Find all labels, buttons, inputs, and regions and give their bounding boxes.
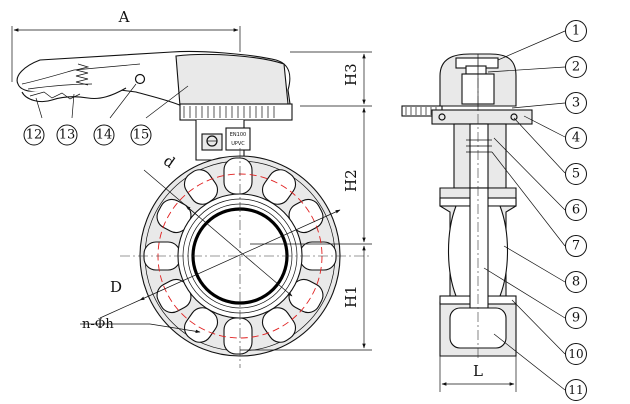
front-view: EN100 UPVC	[11, 8, 372, 368]
callout-2: 2	[572, 60, 580, 75]
body-marking-plate	[225, 127, 251, 151]
callout-13: 13	[59, 128, 76, 143]
callout-12: 12	[26, 128, 43, 143]
label-d-inner: d	[160, 152, 179, 172]
label-a: A	[118, 8, 130, 26]
ratchet-plate	[179, 103, 293, 121]
vertical-dimensions: H3 H2 H1	[240, 51, 372, 351]
callout-1: 1	[572, 24, 580, 39]
label-holes: n-Φh	[82, 317, 114, 332]
label-h3: H3	[342, 63, 360, 86]
valve-neck: EN100 UPVC	[195, 120, 251, 161]
spring-icon	[75, 63, 90, 86]
right-callouts: 1 2 3 4 5 6 7 8 9 10 11	[483, 20, 587, 401]
label-l: L	[473, 362, 483, 380]
callout-10: 10	[568, 347, 583, 361]
left-callouts: 12 13 14 15	[23, 83, 189, 146]
dimension-d: D	[99, 209, 341, 319]
callout-11: 11	[568, 383, 583, 397]
callout-14: 14	[96, 128, 113, 143]
dimension-a: A	[11, 8, 241, 82]
callout-3: 3	[572, 96, 580, 111]
flange-body	[120, 148, 372, 368]
callout-15: 15	[133, 128, 150, 143]
callout-9: 9	[572, 311, 580, 326]
side-view: L	[401, 53, 533, 392]
holes-leader: n-Φh	[80, 317, 201, 333]
marking-line-2: UPVC	[231, 141, 245, 147]
label-h2: H2	[342, 169, 360, 192]
callout-7: 7	[572, 239, 580, 254]
marking-line-1: EN100	[230, 132, 246, 138]
callout-8: 8	[572, 275, 580, 290]
handle-lever	[16, 50, 293, 121]
callout-5: 5	[572, 167, 580, 182]
callout-4: 4	[572, 131, 580, 146]
label-h1: H1	[342, 285, 360, 308]
pivot-hole	[134, 73, 146, 85]
label-d-outer: D	[110, 278, 122, 296]
callout-6: 6	[572, 203, 580, 218]
